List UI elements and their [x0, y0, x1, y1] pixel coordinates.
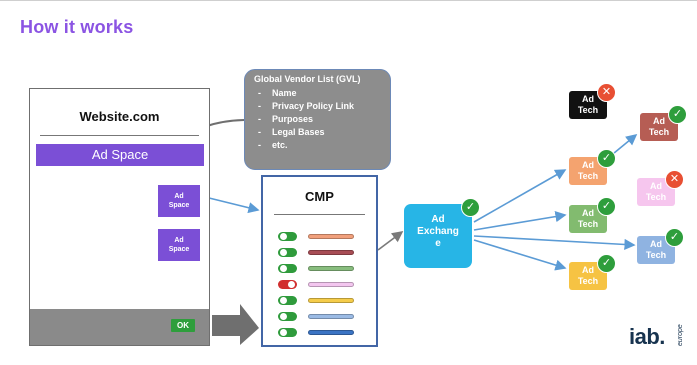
ad-tech-label: Ad Tech: [577, 265, 599, 286]
consent-footer: OK: [30, 309, 209, 345]
ad-space-box-1: Ad Space: [158, 185, 200, 217]
ad-tech-node: Ad Tech: [569, 262, 607, 290]
ad-space-box-2: Ad Space: [158, 229, 200, 261]
ad-tech-label: Ad Tech: [577, 94, 599, 115]
toggle-knob: [280, 313, 287, 320]
cmp-purpose-bar: [308, 250, 354, 255]
toggle-on-switch[interactable]: [278, 248, 297, 257]
gvl-item: Legal Bases: [254, 126, 381, 139]
cmp-purpose-row: [278, 296, 358, 306]
ad-tech-label: Ad Tech: [577, 208, 599, 229]
arrow-exchange-to-tech-orange: [473, 169, 567, 223]
check-icon: ✓: [461, 198, 480, 217]
toggle-knob: [280, 297, 287, 304]
arrow-exchange-to-tech-green: [473, 211, 567, 231]
arrow-exchange-to-tech-blue: [473, 235, 636, 251]
check-icon: ✓: [597, 254, 616, 273]
website-title: Website.com: [79, 109, 160, 124]
ad-tech-label: Ad Tech: [648, 116, 670, 137]
ad-space-box-1-label: Ad Space: [168, 193, 190, 209]
cmp-purpose-bar: [308, 282, 354, 287]
ad-tech-label: Ad Tech: [645, 181, 667, 202]
ad-space-box-2-label: Ad Space: [168, 237, 190, 253]
cmp-purpose-row: [278, 280, 358, 290]
cmp-purpose-row: [278, 248, 358, 258]
toggle-knob: [280, 329, 287, 336]
check-icon: ✓: [668, 105, 687, 124]
cross-icon: ✕: [665, 170, 684, 189]
cmp-purpose-row: [278, 328, 358, 338]
toggle-on-switch[interactable]: [278, 312, 297, 321]
toggle-on-switch[interactable]: [278, 232, 297, 241]
cmp-title: CMP: [305, 189, 334, 204]
ad-exchange-label: Ad Exchang e: [417, 214, 459, 249]
cross-icon: ✕: [597, 83, 616, 102]
toggle-knob: [280, 249, 287, 256]
website-divider: [40, 135, 199, 136]
ad-tech-label: Ad Tech: [577, 160, 599, 181]
cmp-purpose-row: [278, 264, 358, 274]
website-mockup: Website.com Ad Space Ad Space Ad Space O…: [29, 88, 210, 346]
arrow-site-to-cmp: [204, 196, 260, 214]
cmp-purpose-bar: [308, 298, 354, 303]
cmp-purpose-bar: [308, 330, 354, 335]
cmp-purpose-bar: [308, 234, 354, 239]
cmp-panel: CMP: [261, 175, 378, 347]
check-icon: ✓: [665, 228, 684, 247]
ad-space-banner: Ad Space: [36, 144, 204, 166]
check-icon: ✓: [597, 197, 616, 216]
toggle-on-switch[interactable]: [278, 328, 297, 337]
toggle-knob: [280, 265, 287, 272]
top-border: [0, 0, 697, 1]
toggle-off-switch[interactable]: [278, 280, 297, 289]
gvl-list: Name Privacy Policy Link Purposes Legal …: [254, 87, 381, 152]
slide-title: How it works: [20, 17, 134, 37]
cmp-purpose-row: [278, 232, 358, 242]
toggle-on-switch[interactable]: [278, 296, 297, 305]
ok-button[interactable]: OK: [171, 319, 195, 332]
gvl-item: Privacy Policy Link: [254, 100, 381, 113]
cmp-purpose-bar: [308, 266, 354, 271]
ad-tech-label: Ad Tech: [645, 239, 667, 260]
cmp-purpose-bar: [308, 314, 354, 319]
arrow-cmp-to-exchange: [377, 231, 404, 251]
gvl-item: Purposes: [254, 113, 381, 126]
toggle-on-switch[interactable]: [278, 264, 297, 273]
gvl-title: Global Vendor List (GVL): [254, 74, 361, 84]
cmp-divider: [274, 214, 365, 215]
gvl-item: etc.: [254, 139, 381, 152]
big-arrow-footer-to-cmp: [212, 304, 259, 345]
toggle-knob: [280, 233, 287, 240]
ad-exchange-node: Ad Exchang e: [404, 204, 472, 268]
global-vendor-list-box: Global Vendor List (GVL) Name Privacy Po…: [244, 69, 391, 170]
toggle-knob: [288, 281, 295, 288]
arrow-exchange-to-tech-yellow: [473, 239, 567, 271]
logo-wordmark: iab.: [629, 324, 665, 349]
gvl-item: Name: [254, 87, 381, 100]
logo-subtext: europe: [677, 324, 684, 346]
cmp-purpose-row: [278, 312, 358, 322]
check-icon: ✓: [597, 149, 616, 168]
